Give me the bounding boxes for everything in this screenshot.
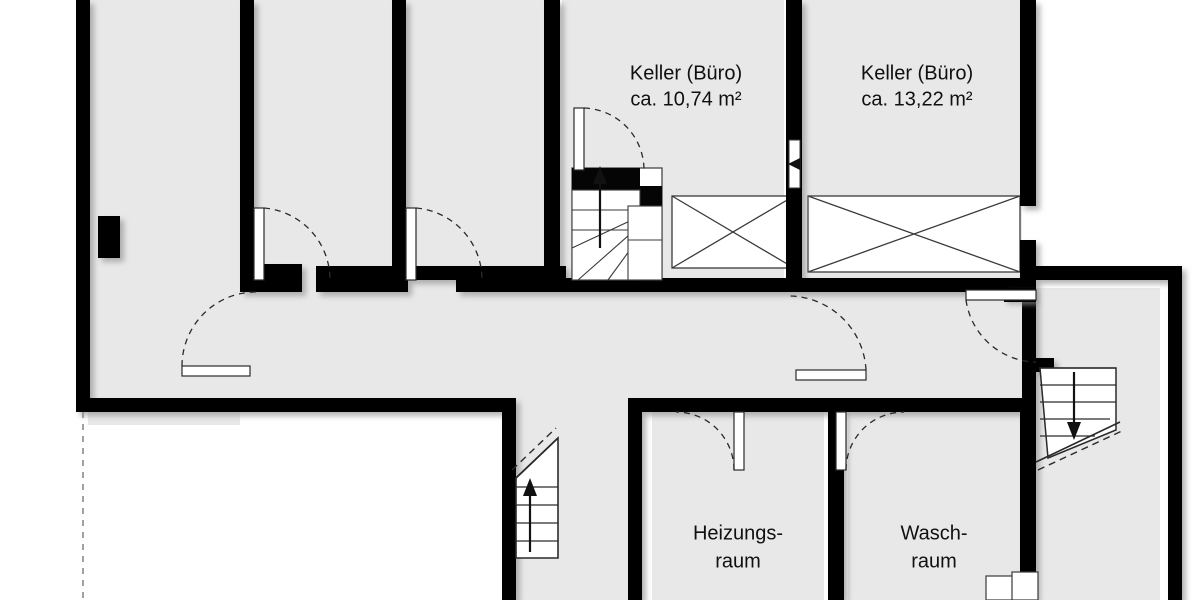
- winder-stair-landing: [627, 205, 663, 281]
- door-swing-arc: [263, 207, 331, 281]
- door-hallway-left[interactable]: [181, 291, 257, 377]
- wall-outer-right-upper: [1020, 0, 1036, 206]
- door-leaf: [835, 411, 847, 471]
- basin-side: [1011, 571, 1039, 600]
- door-swing-arc: [415, 207, 483, 281]
- label-keller-buero-1-area: ca. 10,74 m²: [630, 88, 742, 110]
- wall-outer-left: [76, 0, 90, 412]
- door-right-entry[interactable]: [965, 289, 1037, 363]
- label-heizungsraum-line2: raum: [715, 550, 761, 572]
- door-leaf: [573, 107, 585, 171]
- basin-waschraum: [985, 571, 1039, 600]
- wall-waschraum-right: [1020, 412, 1036, 600]
- wall-hallway-south-a: [628, 398, 928, 412]
- label-waschraum-line2: raum: [911, 550, 957, 572]
- room-fill-hallway-left: [240, 278, 502, 410]
- door-swing-arc: [789, 295, 867, 371]
- wall-right-vestibule-left-upper: [1022, 292, 1036, 358]
- door-heizungsraum[interactable]: [675, 411, 745, 471]
- label-keller-buero-2-name: Keller (Büro): [861, 62, 973, 84]
- wall-h-below-room3: [456, 266, 566, 292]
- center-stair-cut-line: [515, 437, 559, 479]
- room-fill-waschraum: [848, 410, 1020, 600]
- wall-bottom-left-block: [76, 398, 516, 412]
- label-keller-buero-2-area: ca. 13,22 m²: [861, 88, 973, 110]
- wall-stub-1: [240, 264, 302, 292]
- door-swing-arc: [965, 299, 1037, 363]
- door-leaf: [405, 207, 417, 281]
- label-keller-buero-1-name: Keller (Büro): [630, 62, 742, 84]
- up-arrow-icon: [593, 166, 607, 184]
- wall-hallway-north-b: [800, 278, 1032, 292]
- wall-interior-vertical-1: [240, 0, 254, 278]
- room-fill-topleft-2: [240, 0, 392, 278]
- room-labels: Keller (Büro) ca. 10,74 m² Keller (Büro)…: [630, 62, 973, 572]
- door-swing-arc: [845, 411, 905, 471]
- wall-hallway-stem-right: [628, 398, 642, 600]
- door-keller-buero-1[interactable]: [573, 107, 645, 171]
- straight-stair-right: [1035, 367, 1125, 471]
- wall-outer-right-upper-b: [1020, 240, 1036, 292]
- up-arrow-icon: [523, 478, 537, 496]
- light-well-right-diag-b: [807, 195, 1021, 273]
- door-hallway-right[interactable]: [789, 295, 867, 381]
- light-wells: [671, 195, 1021, 273]
- doors: [181, 107, 1037, 471]
- wall-right-wing-outer: [1168, 266, 1182, 600]
- room-fill-topleft-1: [88, 0, 240, 425]
- light-well-left-diag-b: [671, 195, 795, 269]
- straight-stair-center-bottom: [511, 427, 559, 559]
- door-swing-arc: [583, 107, 645, 171]
- label-waschraum-line1: Wasch-: [900, 522, 967, 544]
- wall-interior-vertical-2: [392, 0, 406, 278]
- label-heizungsraum-line1: Heizungs-: [693, 522, 783, 544]
- wall-opening-center: [788, 139, 801, 189]
- center-stair-cut-dashed: [511, 427, 557, 471]
- winder-stair-center-top: [571, 166, 663, 282]
- door-leaf: [795, 369, 867, 381]
- door-leaf: [965, 289, 1037, 301]
- wall-right-wing-top: [1036, 266, 1182, 280]
- winder-stair-top-wall: [572, 168, 640, 190]
- door-leaf: [181, 365, 251, 377]
- door-swing-arc: [675, 411, 735, 471]
- wall-hallway-north-a: [560, 278, 800, 292]
- right-stair-cut-line: [1035, 421, 1121, 463]
- wall-hallway-south-b: [900, 398, 1036, 412]
- door-top-room-3[interactable]: [405, 207, 483, 281]
- wall-interior-vertical-3: [544, 0, 560, 290]
- down-arrow-icon: [1067, 422, 1081, 440]
- wall-pilaster-left: [98, 216, 120, 258]
- left-arrow-icon: [788, 158, 800, 170]
- room-fill-topleft-3: [392, 0, 544, 278]
- right-stair-cut-dashed: [1037, 429, 1125, 471]
- door-leaf: [733, 411, 745, 471]
- door-leaf: [253, 207, 265, 281]
- door-swing-arc: [181, 291, 257, 367]
- wall-hallway-stem-left: [502, 398, 516, 600]
- door-waschraum[interactable]: [835, 411, 905, 471]
- walls: [76, 0, 1182, 600]
- door-top-room-2[interactable]: [253, 207, 331, 281]
